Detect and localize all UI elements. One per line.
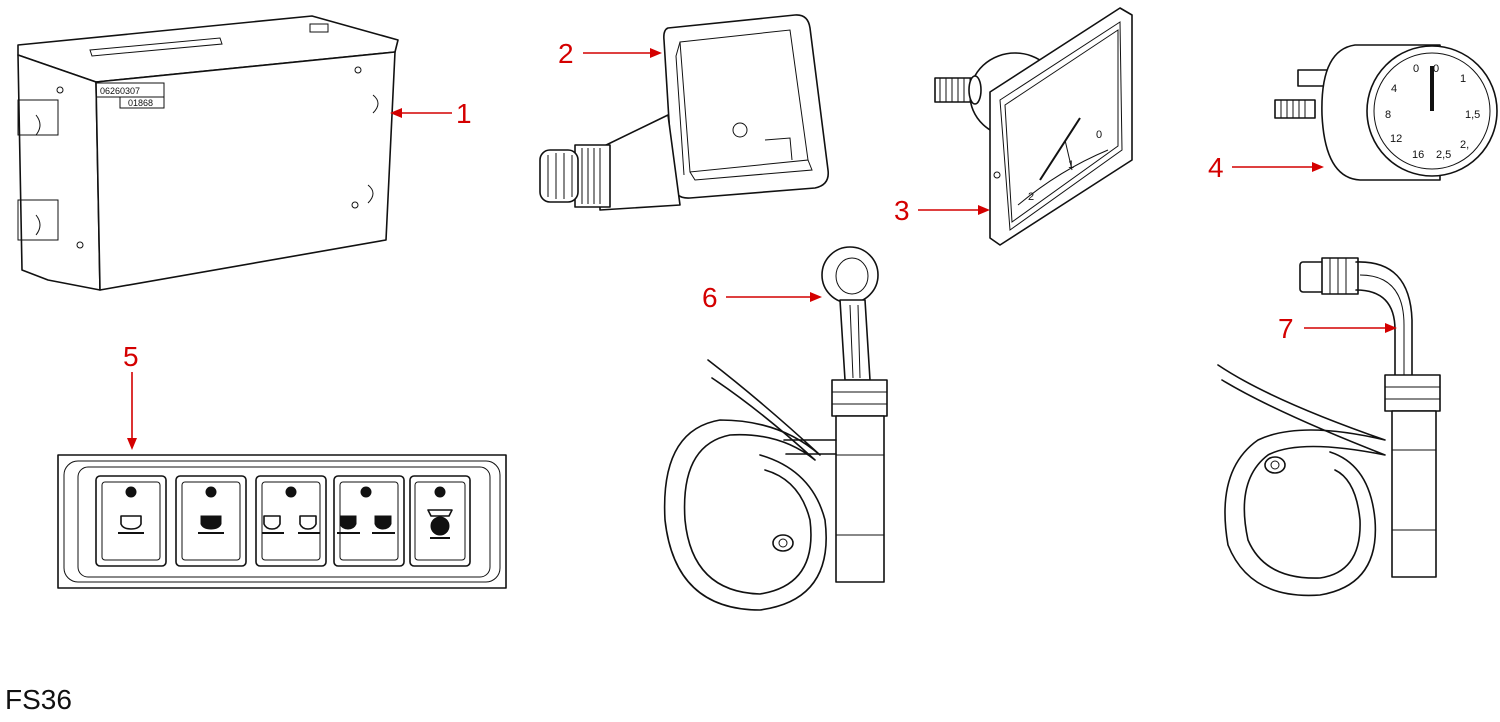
callout-6-number: 6 <box>702 282 718 313</box>
part-7-pipe-nut-fitting <box>1217 257 1441 597</box>
callout-5: 5 <box>123 341 139 450</box>
callout-3: 3 <box>894 195 990 226</box>
key-3 <box>255 475 327 567</box>
part-5-keypad <box>57 454 507 589</box>
callout-3-number: 3 <box>894 195 910 226</box>
callout-6: 6 <box>702 282 822 313</box>
double-cup-icon <box>262 515 320 534</box>
key-2 <box>175 475 247 567</box>
gauge-4-label-8: 8 <box>1385 109 1391 121</box>
part-1-code-bottom: 01868 <box>128 98 153 108</box>
gauge-3-label-0: 0 <box>1096 129 1102 141</box>
part-6-pipe-ring-fitting <box>663 246 888 611</box>
single-cup-icon <box>118 515 144 534</box>
part-1-code-top: 06260307 <box>100 86 140 96</box>
callout-7: 7 <box>1278 313 1397 344</box>
gauge-4-label-12: 12 <box>1390 133 1402 145</box>
gauge-4-label-16: 16 <box>1412 149 1424 161</box>
callout-5-number: 5 <box>123 341 139 372</box>
callout-2-number: 2 <box>558 38 574 69</box>
double-cup-dark-icon <box>337 515 395 534</box>
continuous-brew-icon <box>427 509 453 539</box>
key-4 <box>333 475 405 567</box>
figure-code: FS36 <box>5 684 72 715</box>
gauge-4-label-4: 4 <box>1391 83 1397 95</box>
callout-2: 2 <box>558 38 662 69</box>
gauge-4-label-1-5: 1,5 <box>1465 109 1480 121</box>
callout-7-number: 7 <box>1278 313 1294 344</box>
gauge-3-label-1: 1 <box>1068 159 1074 171</box>
key-5 <box>409 475 471 567</box>
part-3-rectangular-gauge: 2 1 0 <box>934 7 1133 246</box>
gauge-4-label-0b: 0 <box>1433 63 1439 75</box>
key-1 <box>95 475 167 567</box>
callout-1: 1 <box>390 98 472 129</box>
callout-1-number: 1 <box>456 98 472 129</box>
callout-4: 4 <box>1208 152 1324 183</box>
part-1-control-box: 06260307 01868 <box>17 15 399 291</box>
part-4-round-pressure-gauge: 0 0 1 4 1,5 8 12 16 2,5 2, <box>1274 44 1498 181</box>
part-2-sight-glass-housing <box>539 14 830 211</box>
gauge-3-label-2: 2 <box>1028 191 1034 203</box>
callout-4-number: 4 <box>1208 152 1224 183</box>
gauge-4-label-2: 2, <box>1460 139 1469 151</box>
gauge-4-label-2-5: 2,5 <box>1436 149 1451 161</box>
single-cup-dark-icon <box>198 515 224 534</box>
gauge-4-label-0a: 0 <box>1413 63 1419 75</box>
gauge-4-label-1: 1 <box>1460 73 1466 85</box>
